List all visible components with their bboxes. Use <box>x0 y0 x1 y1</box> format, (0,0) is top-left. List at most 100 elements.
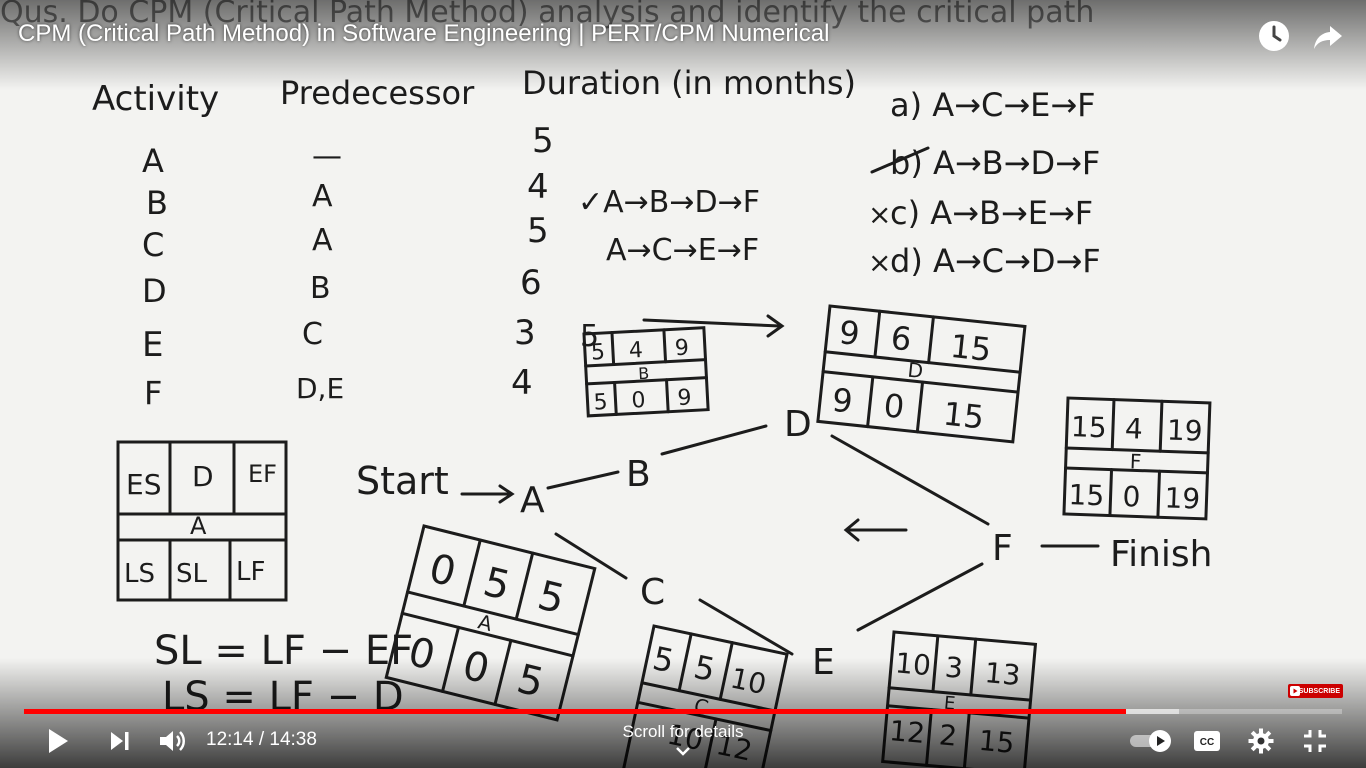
box-value: 4 <box>1124 412 1143 446</box>
options-list: a) A→C→E→F b) A→B→D→F × c) A→B→E→F × d) … <box>868 86 1101 280</box>
activity-table: A — 5 B A 4 C A 5 D B 6 E C 3 F D,E 4 <box>142 121 554 412</box>
next-button[interactable] <box>102 724 138 758</box>
option-mark: × <box>868 246 891 279</box>
box-value: 9 <box>830 381 854 421</box>
row-predecessor: B <box>310 271 331 306</box>
strike-mark <box>870 146 930 174</box>
exit-fullscreen-button[interactable] <box>1297 724 1333 758</box>
header-duration: Duration (in months) <box>522 64 856 102</box>
node-f: F <box>992 528 1013 569</box>
box-d: 9 6 15 D 9 0 15 <box>816 304 1027 444</box>
box-name: B <box>638 364 650 384</box>
box-name: A <box>476 609 495 636</box>
volume-button[interactable] <box>154 724 190 758</box>
box-value: 19 <box>1164 481 1201 515</box>
row-activity: C <box>142 226 164 264</box>
node-b: B <box>626 454 651 495</box>
box-value: 4 <box>628 338 643 364</box>
played-bar <box>24 709 1127 714</box>
node-a: A <box>520 480 545 521</box>
row-predecessor: A <box>312 179 333 214</box>
volume-icon <box>160 731 185 751</box>
box-value: 0 <box>1122 480 1141 514</box>
legend-d: D <box>192 460 214 493</box>
gear-icon <box>1248 728 1274 754</box>
box-value: 15 <box>949 327 993 369</box>
legend-ls: LS <box>124 559 155 589</box>
row-activity: E <box>142 325 163 365</box>
skip-next-icon <box>111 732 129 750</box>
box-value: 9 <box>677 385 692 411</box>
row-duration: 3 <box>514 313 536 353</box>
row-predecessor: A <box>312 223 333 258</box>
finish-label: Finish <box>1110 534 1212 575</box>
legend-lf: LF <box>236 557 265 587</box>
share-arrow-icon <box>1314 26 1342 49</box>
box-value: 13 <box>983 656 1021 692</box>
box-value: 15 <box>941 395 985 437</box>
path-label: ✓A→B→D→F <box>578 185 760 220</box>
box-value: 0 <box>631 388 646 414</box>
row-duration: 5 <box>527 211 549 251</box>
clock-icon <box>1259 21 1289 51</box>
subscribe-label: SUBSCRIBE <box>1298 687 1340 695</box>
header-predecessor: Predecessor <box>280 74 475 112</box>
play-button[interactable] <box>40 724 76 758</box>
watch-later-button[interactable] <box>1256 18 1292 54</box>
box-f: 15 4 19 F 15 0 19 <box>1062 396 1212 521</box>
row-duration: 5 <box>532 121 554 161</box>
box-value: 5 <box>590 340 605 366</box>
video-title[interactable]: CPM (Critical Path Method) in Software E… <box>18 20 830 47</box>
header-activity: Activity <box>92 79 219 119</box>
legend-sl: SL <box>176 559 208 589</box>
node-e: E <box>812 642 835 683</box>
legend-es: ES <box>126 468 161 501</box>
row-duration: 4 <box>511 363 533 403</box>
node-d: D <box>784 404 812 445</box>
exit-fullscreen-icon <box>1304 730 1326 752</box>
row-activity: B <box>146 184 168 222</box>
row-duration: 6 <box>520 263 542 303</box>
row-activity: A <box>142 142 164 180</box>
autoplay-toggle-icon[interactable] <box>1130 729 1174 753</box>
box-value: 9 <box>837 313 861 353</box>
start-label: Start <box>356 459 449 503</box>
box-value: 0 <box>882 386 906 426</box>
box-value: 5 <box>593 390 608 416</box>
box-value: 15 <box>1068 478 1105 512</box>
progress-bar[interactable] <box>24 709 1342 714</box>
chevron-down-icon[interactable] <box>674 745 692 757</box>
svg-text:CC: CC <box>1200 737 1214 748</box>
legend-box: ES D EF A LS SL LF <box>116 440 288 602</box>
box-value: 9 <box>674 336 689 362</box>
legend-ef: EF <box>248 460 277 488</box>
node-c: C <box>640 572 665 613</box>
box-name: D <box>907 358 925 383</box>
scroll-hint[interactable]: Scroll for details <box>622 722 744 741</box>
row-predecessor: C <box>302 317 323 352</box>
option-mark: × <box>868 198 891 231</box>
option-a: a) A→C→E→F <box>890 86 1096 124</box>
box-value: 10 <box>894 646 932 682</box>
row-duration: 4 <box>527 167 549 207</box>
subscribe-watermark[interactable]: SUBSCRIBE <box>1288 684 1343 698</box>
formula-sl: SL = LF − EF <box>154 628 413 674</box>
box-value: 6 <box>889 319 913 359</box>
box-value: 3 <box>944 651 965 685</box>
row-activity: D <box>142 272 167 310</box>
box-value: 19 <box>1166 413 1203 447</box>
box-b: 5 4 9 B 5 0 9 <box>582 326 710 418</box>
legend-name: A <box>190 512 207 540</box>
play-icon <box>1290 686 1300 696</box>
path-label: A→C→E→F <box>606 233 759 268</box>
row-predecessor: D,E <box>296 372 344 405</box>
box-value: 12 <box>888 714 926 750</box>
box-value: 2 <box>938 718 959 752</box>
captions-button[interactable]: CC <box>1189 724 1225 758</box>
option-d: d) A→C→D→F <box>890 242 1101 280</box>
settings-button[interactable] <box>1243 724 1279 758</box>
share-button[interactable] <box>1310 18 1346 54</box>
box-value: 15 <box>1070 410 1107 444</box>
